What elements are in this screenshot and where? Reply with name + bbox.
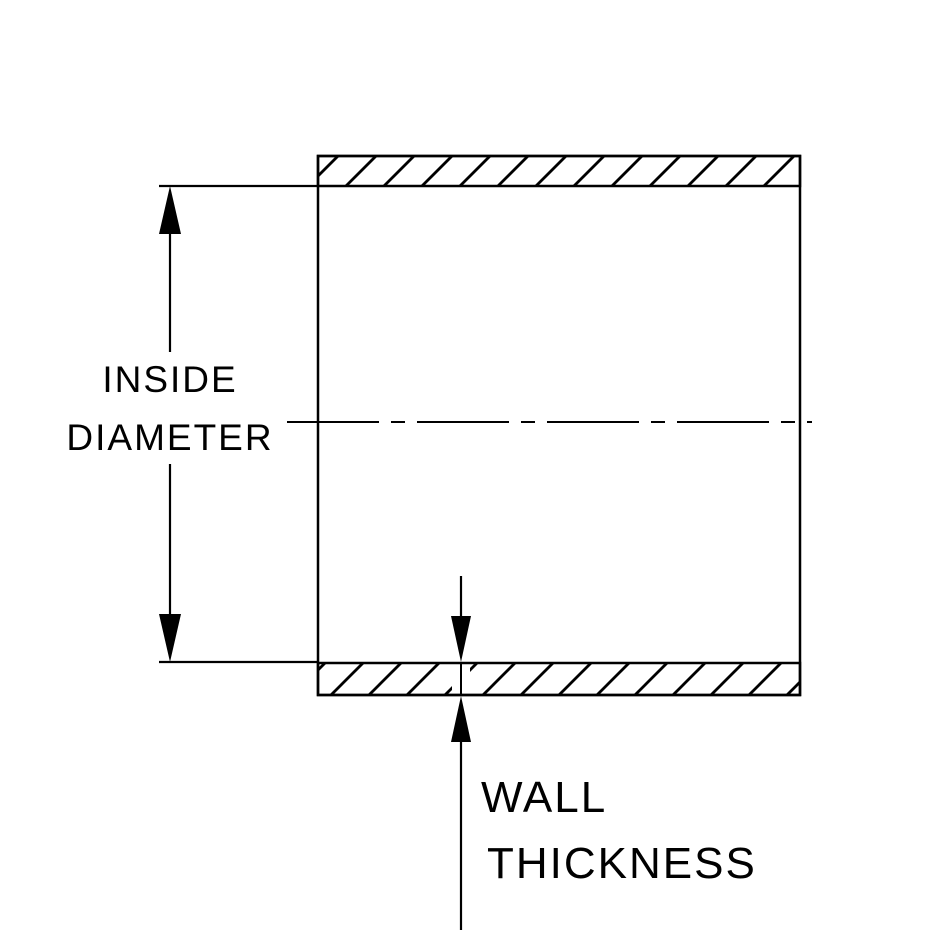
inside-diameter-label-line2: DIAMETER — [66, 417, 273, 458]
inside-diameter-label-line1: INSIDE — [102, 359, 237, 400]
wall-thickness-label-line2: THICKNESS — [487, 839, 757, 888]
wall-thickness-label-line1: WALL — [481, 773, 607, 822]
tube-wall-top — [316, 154, 802, 188]
tube-wall-bottom — [316, 661, 802, 697]
tube-body-outline — [316, 154, 802, 697]
arrow-down-icon — [451, 616, 471, 662]
arrow-up-icon — [451, 696, 471, 742]
arrow-up-icon — [159, 186, 181, 234]
arrow-down-icon — [159, 614, 181, 662]
